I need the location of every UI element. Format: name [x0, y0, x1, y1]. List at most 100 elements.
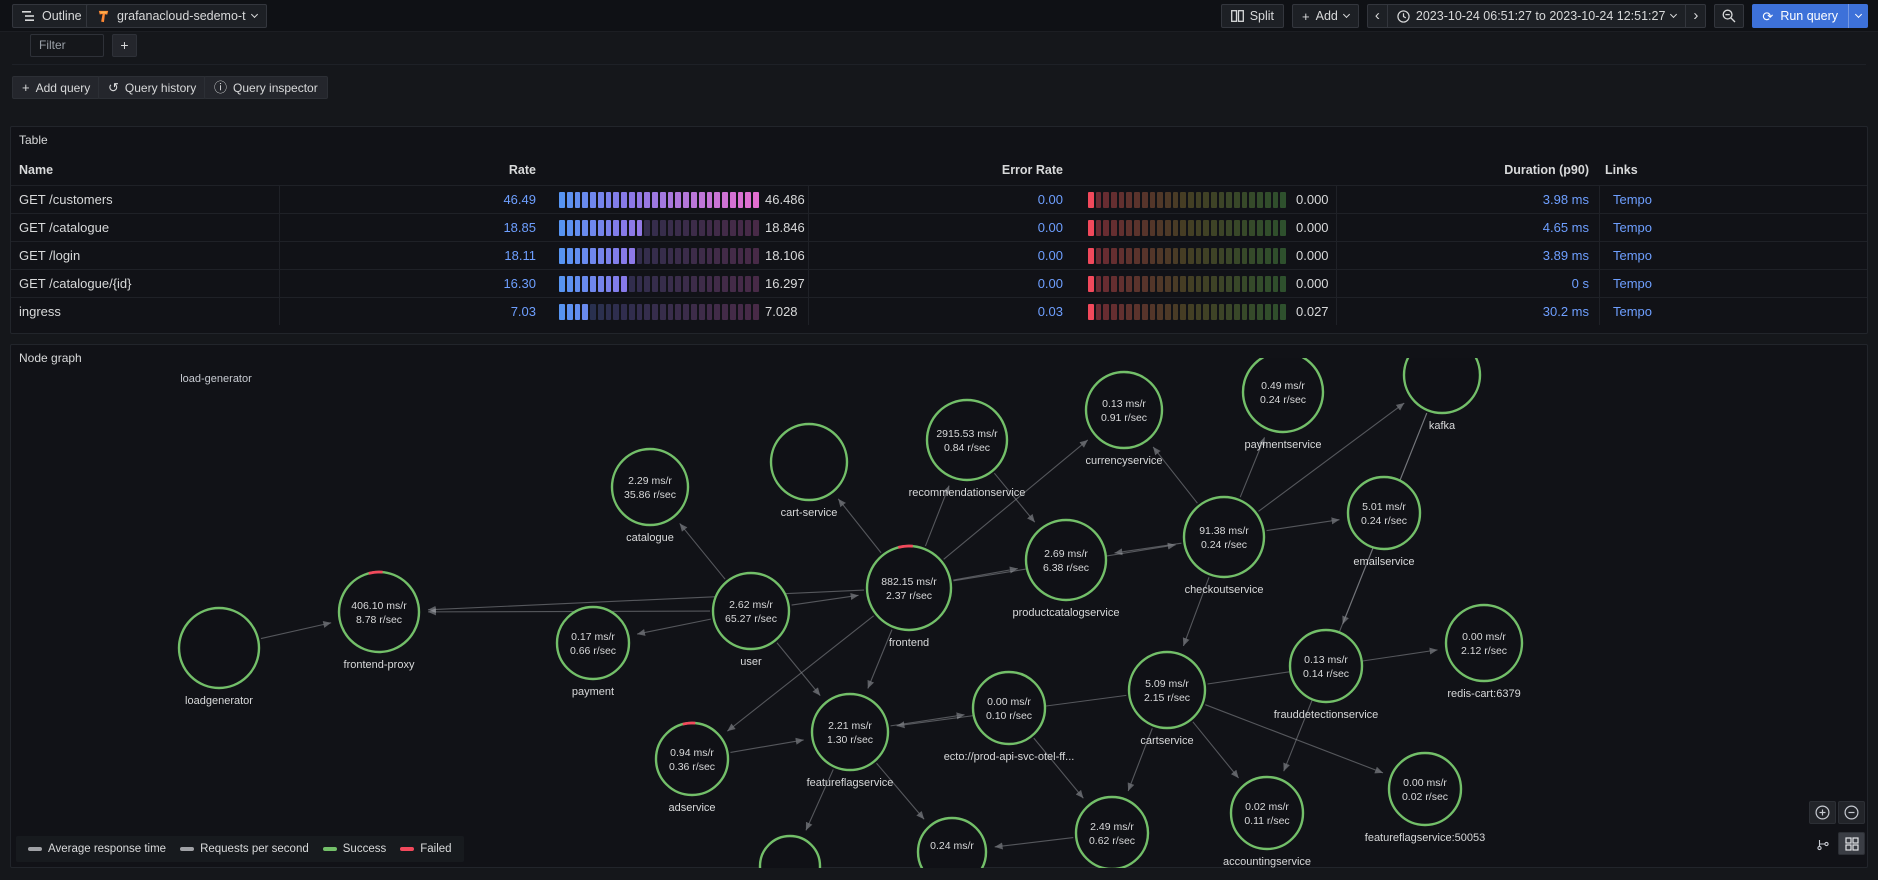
- edge: [1127, 728, 1153, 792]
- cell-rate-value: 18.846: [765, 220, 805, 235]
- node-loadgenerator[interactable]: loadgenerator: [177, 606, 261, 707]
- outline-button[interactable]: Outline: [12, 4, 92, 28]
- node-circle[interactable]: [1024, 518, 1108, 602]
- node-circle[interactable]: [1084, 370, 1164, 450]
- node-recommendationservice[interactable]: 2915.53 ms/r0.84 r/secrecommendationserv…: [909, 398, 1026, 499]
- outline-label: Outline: [42, 9, 82, 23]
- tempo-link[interactable]: Tempo: [1613, 304, 1653, 319]
- node-ecto[interactable]: 0.00 ms/r0.10 r/sececto://prod-api-svc-o…: [944, 670, 1075, 763]
- filter-field[interactable]: Filter: [30, 34, 104, 57]
- tempo-link[interactable]: Tempo: [1613, 276, 1653, 291]
- node-svc-024[interactable]: 0.24 ms/r: [916, 816, 988, 868]
- zoom-out-time-button[interactable]: [1714, 4, 1745, 28]
- node-circle[interactable]: [1444, 603, 1524, 683]
- node-label: kafka: [1429, 420, 1456, 432]
- time-range-back-button[interactable]: ‹: [1366, 4, 1388, 28]
- table-column-header[interactable]: Links: [1605, 163, 1638, 177]
- node-circle[interactable]: [1241, 358, 1325, 434]
- table-column-header[interactable]: Name: [19, 163, 54, 177]
- node-circle[interactable]: [1402, 358, 1482, 415]
- edge: [1192, 721, 1240, 779]
- graph-grid-layout-button[interactable]: [1838, 832, 1865, 855]
- time-range-forward-button[interactable]: ›: [1686, 4, 1707, 28]
- node-circle[interactable]: [865, 544, 953, 632]
- node-circle[interactable]: [758, 834, 822, 868]
- tempo-link[interactable]: Tempo: [1613, 192, 1653, 207]
- node-featureflagservice-50053[interactable]: 0.00 ms/r0.02 r/secfeatureflagservice:50…: [1365, 751, 1485, 844]
- node-svc-249[interactable]: 2.49 ms/r0.62 r/sec: [1074, 795, 1150, 868]
- cell-duration: 3.89 ms: [1542, 248, 1589, 263]
- node-load-generator-label[interactable]: load-generator: [180, 373, 252, 385]
- node-circle[interactable]: [1127, 650, 1207, 730]
- node-cart-service[interactable]: cart-service: [769, 422, 849, 519]
- node-partial-bottom[interactable]: [758, 834, 822, 868]
- node-circle[interactable]: [555, 605, 631, 681]
- split-button[interactable]: Split: [1220, 4, 1285, 28]
- node-circle[interactable]: [610, 447, 690, 527]
- query-inspector-button[interactable]: ⓘ Query inspector: [204, 76, 328, 99]
- tempo-link[interactable]: Tempo: [1613, 248, 1653, 263]
- node-circle[interactable]: [1387, 751, 1463, 827]
- node-circle[interactable]: [769, 422, 849, 502]
- table-column-header[interactable]: Rate: [508, 163, 536, 177]
- node-circle[interactable]: [1182, 495, 1266, 579]
- node-circle[interactable]: [711, 571, 791, 651]
- tempo-link[interactable]: Tempo: [1613, 220, 1653, 235]
- chevron-down-icon: [1854, 10, 1863, 19]
- node-circle[interactable]: [177, 606, 261, 690]
- node-circle[interactable]: [654, 721, 730, 797]
- run-query-button[interactable]: ⟳ Run query: [1752, 4, 1868, 28]
- node-circle[interactable]: [810, 692, 890, 772]
- node-circle[interactable]: [916, 816, 988, 868]
- node-circle[interactable]: [925, 398, 1009, 482]
- node-circle[interactable]: [971, 670, 1047, 746]
- error-gauge: [1088, 192, 1286, 208]
- datasource-picker[interactable]: grafanacloud-sedemo-t: [86, 4, 267, 28]
- edge: [427, 608, 711, 616]
- node-circle[interactable]: [1346, 475, 1422, 551]
- run-query-dropdown[interactable]: [1848, 4, 1868, 28]
- graph-hierarchy-layout-button[interactable]: [1809, 832, 1836, 855]
- add-filter-button[interactable]: +: [112, 34, 137, 57]
- node-kafka[interactable]: kafka: [1402, 358, 1482, 432]
- add-query-button[interactable]: + Add query: [12, 76, 101, 99]
- toolbar-right: Split + Add ‹ 2023-10-24 06:51:27 to 202…: [1220, 4, 1868, 28]
- graph-zoom-out-button[interactable]: [1838, 801, 1865, 824]
- node-circle[interactable]: [1229, 775, 1305, 851]
- cell-rate: 46.49: [503, 192, 536, 207]
- add-button[interactable]: + Add: [1292, 4, 1359, 28]
- node-circle[interactable]: [337, 570, 421, 654]
- node-graph-canvas[interactable]: load-generator loadgenerator 406.10 ms/r8.…: [10, 358, 1868, 868]
- run-query-label: Run query: [1780, 9, 1838, 23]
- table-column-header[interactable]: Error Rate: [1001, 163, 1063, 177]
- table-column-header[interactable]: Duration (p90): [1504, 163, 1589, 177]
- node-circle[interactable]: [1074, 795, 1150, 868]
- graph-zoom-in-button[interactable]: [1809, 801, 1836, 824]
- time-range-button[interactable]: 2023-10-24 06:51:27 to 2023-10-24 12:51:…: [1387, 4, 1687, 28]
- node-circle[interactable]: [1288, 628, 1364, 704]
- edge: [837, 498, 882, 554]
- query-history-button[interactable]: ↺ Query history: [98, 76, 207, 99]
